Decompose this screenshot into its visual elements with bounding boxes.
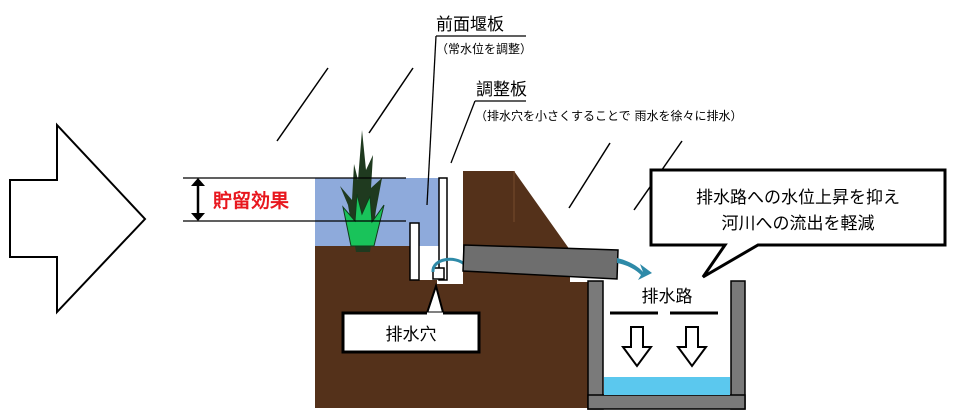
drain-hole-callout-tail (425, 282, 445, 317)
down-arrow-icon (676, 326, 708, 368)
down-arrows (621, 326, 708, 368)
front-weir-note: （常水位を調整） (436, 41, 532, 56)
outlet-flow-icon (617, 258, 652, 280)
rain-lines (276, 67, 683, 211)
drain-channel-label: 排水路 (642, 287, 693, 307)
callout-line2: 河川への流出を軽減 (722, 214, 875, 234)
process-arrow-icon (9, 122, 147, 315)
adjust-plate-leader (450, 100, 476, 164)
front-weir-leader (426, 35, 437, 206)
storage-effect-label: 貯留効果 (213, 189, 289, 212)
down-arrow-icon (621, 326, 653, 368)
drain-hole-label: 排水穴 (386, 325, 437, 345)
drain-pipe (462, 244, 619, 280)
adjust-plate-note: （排水穴を小さくすることで 雨水を徐々に排水） (475, 108, 742, 123)
drain-hole-box (432, 267, 445, 280)
front-weir-plate (409, 222, 420, 281)
front-weir-label: 前面堰板 (436, 15, 504, 35)
speech-bubble (649, 168, 947, 279)
storage-level-indicator (183, 177, 406, 222)
drainage-channel (587, 280, 746, 410)
drain-hole-callout (341, 311, 481, 354)
callout-line1: 排水路への水位上昇を抑え (696, 188, 900, 208)
adjust-plate-label: 調整板 (476, 80, 527, 100)
adjust-plate (438, 177, 448, 281)
channel-water (604, 377, 730, 395)
flow-arrow-icon (431, 257, 466, 273)
